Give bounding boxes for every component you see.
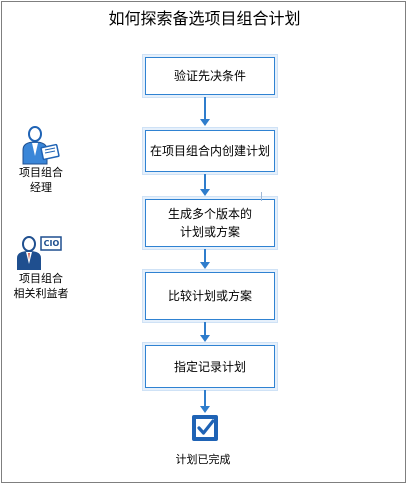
step-designate-record-plan: 指定记录计划: [145, 345, 275, 388]
step-5-text: 指定记录计划: [173, 359, 246, 374]
role-manager-label: 项目组合 经理: [6, 165, 76, 195]
step-create-plan: 在项目组合内创建计划: [145, 130, 275, 172]
step-generate-versions: 生成多个版本的 计划或方案: [145, 199, 275, 247]
role-manager-line2: 经理: [30, 181, 52, 194]
plan-complete-label: 计划已完成: [175, 453, 231, 466]
connector-2-arrowhead: [200, 189, 210, 196]
cio-badge-text: CIO: [43, 239, 60, 248]
stray-tick-mark: [261, 192, 262, 201]
step-3-text-line1: 生成多个版本的: [167, 207, 252, 221]
connector-1-arrowhead: [200, 119, 210, 126]
step-2-text: 在项目组合内创建计划: [149, 144, 270, 158]
step-1-text: 验证先决条件: [173, 69, 246, 83]
role-stakeholder-line1: 项目组合: [19, 272, 63, 285]
connector-5-arrowhead: [200, 406, 210, 413]
role-stakeholder-line2: 相关利益者: [13, 287, 69, 300]
connector-3-arrowhead: [200, 262, 210, 269]
step-4-text: 比较计划或方案: [167, 289, 252, 303]
step-verify-prerequisites: 验证先决条件: [145, 57, 275, 95]
role-stakeholder-label: 项目组合 相关利益者: [6, 271, 76, 301]
diagram-title: 如何探索备选项目组合计划: [108, 9, 301, 28]
step-3-text-line2: 计划或方案: [179, 225, 240, 239]
connector-2-line: [204, 174, 206, 189]
connector-1-line: [204, 97, 206, 119]
connector-3-line: [204, 249, 206, 262]
role-manager-line1: 项目组合: [19, 166, 63, 179]
step-compare-plans: 比较计划或方案: [145, 272, 275, 320]
connector-4-arrowhead: [200, 335, 210, 342]
cio-person-icon: CIO: [16, 236, 64, 270]
manager-person-icon: [20, 126, 62, 166]
checkbox-complete-icon: [191, 414, 219, 442]
connector-4-line: [204, 322, 206, 335]
connector-5-line: [204, 390, 206, 407]
